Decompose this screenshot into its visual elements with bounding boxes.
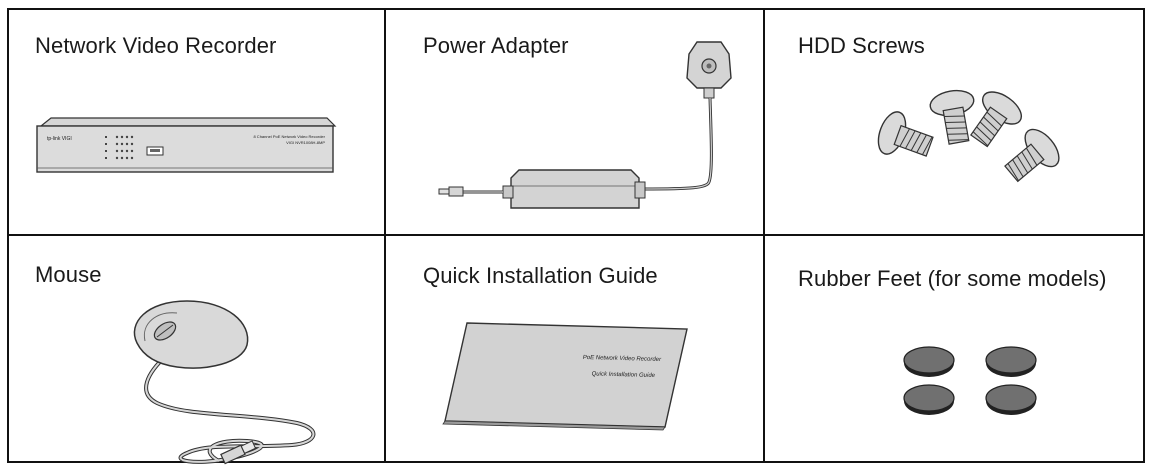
grid-border-top <box>7 8 1145 10</box>
nvr-brand: tp-link VIGI <box>47 136 72 142</box>
cell-power-adapter: Power Adapter <box>385 8 764 235</box>
rubber-foot-3 <box>903 384 955 415</box>
quick-guide-label: Quick Installation Guide <box>423 263 658 288</box>
power-adapter-label: Power Adapter <box>423 33 569 58</box>
quick-guide-line2: Quick Installation Guide <box>592 371 656 379</box>
screw-2 <box>927 86 982 147</box>
nvr-model-number: VIGI NVR1008H-8MP <box>286 140 325 145</box>
power-adapter-illustration <box>438 41 732 209</box>
mouse-illustration <box>133 300 316 465</box>
grid-border-middle <box>7 234 1145 236</box>
grid-border-left <box>7 8 9 463</box>
package-contents-grid: Network Video Recorder tp-link VIGI 8 Ch… <box>7 8 1145 465</box>
rubber-foot-4 <box>985 384 1037 415</box>
grid-divider-1 <box>384 8 386 463</box>
rubber-foot-1 <box>903 346 955 377</box>
grid-divider-2 <box>763 8 765 463</box>
hdd-screws-label: HDD Screws <box>798 33 925 58</box>
nvr-led-panel <box>105 135 134 160</box>
cell-nvr: Network Video Recorder tp-link VIGI 8 Ch… <box>7 8 385 235</box>
mouse-label: Mouse <box>35 262 102 287</box>
nvr-model-title: 8 Channel PoE Network Video Recorder <box>253 134 325 139</box>
grid-border-right <box>1143 8 1145 463</box>
cell-rubber-feet: Rubber Feet (for some models) <box>764 235 1145 463</box>
nvr-label: Network Video Recorder <box>35 33 277 58</box>
quick-guide-line1: PoE Network Video Recorder <box>583 355 662 363</box>
hdd-screws-illustration <box>872 84 1067 192</box>
rubber-foot-2 <box>985 346 1037 377</box>
rubber-feet-illustration <box>903 346 1037 415</box>
nvr-illustration: tp-link VIGI 8 Channel PoE Network Video… <box>36 117 337 173</box>
grid-border-bottom <box>7 461 1145 463</box>
cell-hdd-screws: HDD Screws <box>764 8 1145 235</box>
screw-4 <box>996 122 1067 192</box>
cell-quick-guide: Quick Installation Guide PoE Network Vid… <box>385 235 764 463</box>
cell-mouse: Mouse <box>7 235 385 465</box>
quick-guide-illustration: PoE Network Video Recorder Quick Install… <box>442 322 688 431</box>
screw-1 <box>872 107 938 169</box>
rubber-feet-label: Rubber Feet (for some models) <box>798 266 1107 291</box>
